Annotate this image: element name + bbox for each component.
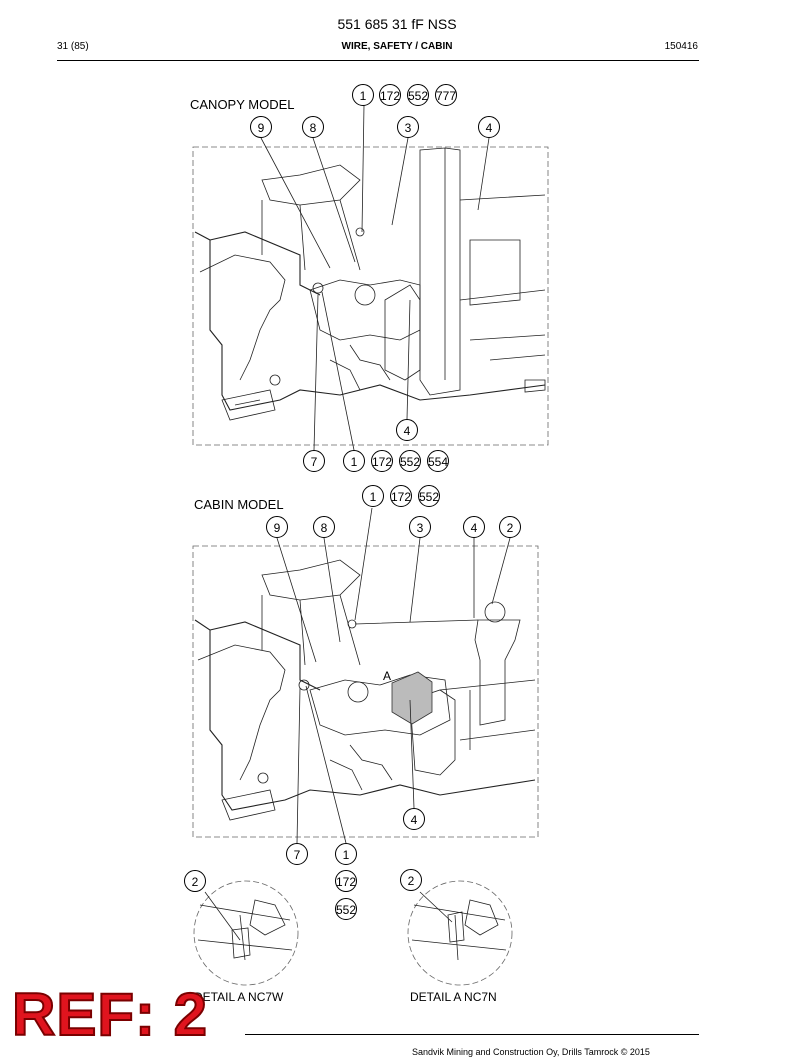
callout-bubble: 172: [371, 450, 393, 472]
callout-bubble: 3: [409, 516, 431, 538]
footer-rule: [245, 1034, 699, 1035]
detail-n-drawing: [407, 880, 513, 986]
callout-bubble: 554: [427, 450, 449, 472]
detail-label-nc7n: DETAIL A NC7N: [410, 990, 497, 1004]
callout-bubble: 777: [435, 84, 457, 106]
callout-bubble: 552: [335, 898, 357, 920]
callout-bubble: 9: [266, 516, 288, 538]
callout-bubble: 172: [335, 870, 357, 892]
callout-bubble: 1: [343, 450, 365, 472]
callout-bubble: 4: [396, 419, 418, 441]
canopy-model-label: CANOPY MODEL: [190, 97, 295, 112]
callout-bubble: 172: [379, 84, 401, 106]
cabin-view-frame: [192, 545, 539, 838]
reference-stamp: REF: 2: [11, 981, 209, 1048]
canopy-machine-drawing: [194, 104, 546, 451]
cabin-model-label: CABIN MODEL: [194, 497, 284, 512]
callout-bubble: 1: [335, 843, 357, 865]
detail-label-nc7w: DETAIL A NC7W: [194, 990, 284, 1004]
callout-bubble: 1: [352, 84, 374, 106]
canopy-view-frame: [192, 146, 549, 446]
callout-bubble: 8: [313, 516, 335, 538]
footer-copyright: Sandvik Mining and Construction Oy, Dril…: [412, 1047, 650, 1057]
callout-bubble: 8: [302, 116, 324, 138]
date-code: 150416: [664, 41, 698, 52]
callout-bubble: 172: [390, 485, 412, 507]
header-rule: [57, 60, 699, 61]
callout-bubble: 4: [478, 116, 500, 138]
page-count: 31 (85): [57, 41, 89, 52]
callout-bubble: 2: [400, 869, 422, 891]
cabin-machine-drawing: [194, 507, 536, 844]
callout-bubble: 1: [362, 485, 384, 507]
detail-w-drawing: [193, 880, 299, 986]
callout-bubble: 2: [499, 516, 521, 538]
callout-bubble: 4: [403, 808, 425, 830]
callout-bubble: 7: [303, 450, 325, 472]
detail-marker: A: [383, 669, 392, 683]
callout-bubble: 4: [463, 516, 485, 538]
callout-bubble: 552: [418, 485, 440, 507]
callout-bubble: 9: [250, 116, 272, 138]
document-title: 551 685 31 fF NSS: [337, 16, 457, 32]
callout-bubble: 7: [286, 843, 308, 865]
section-title: WIRE, SAFETY / CABIN: [341, 41, 453, 52]
callout-bubble: 552: [407, 84, 429, 106]
callout-bubble: 3: [397, 116, 419, 138]
callout-bubble: 2: [184, 870, 206, 892]
callout-bubble: 552: [399, 450, 421, 472]
